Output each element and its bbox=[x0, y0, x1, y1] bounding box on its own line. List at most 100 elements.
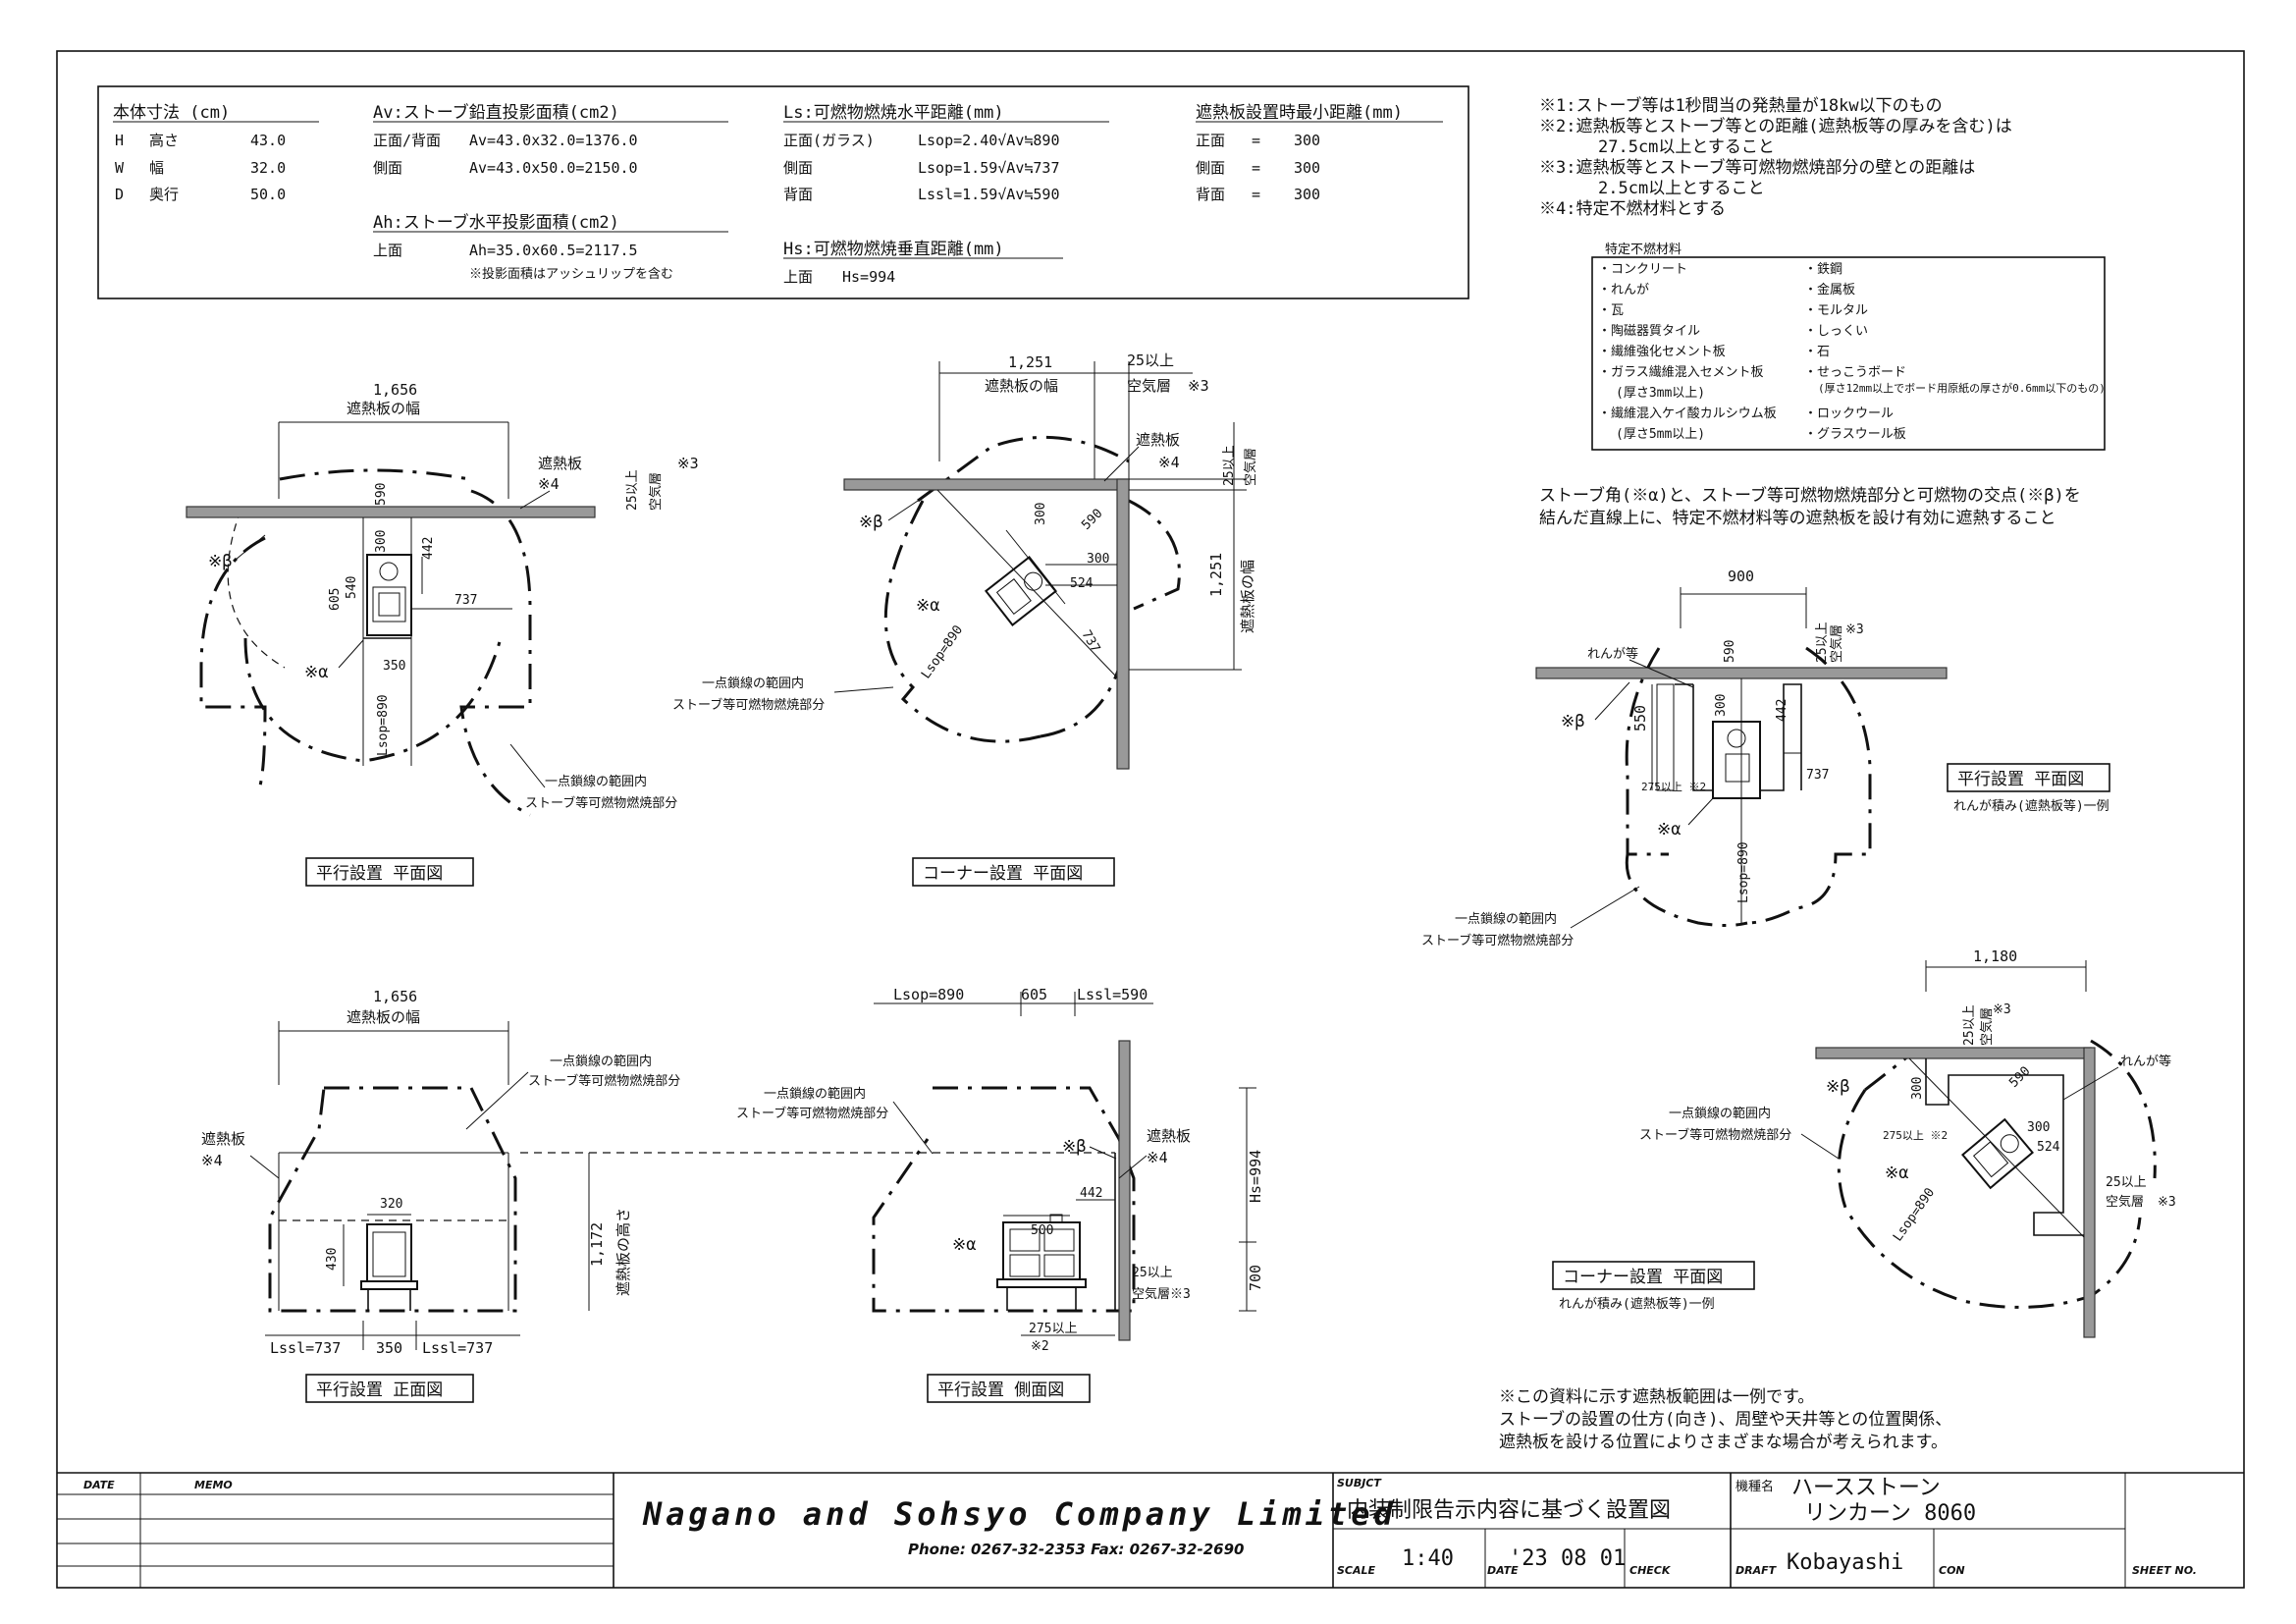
corner-plan-alpha: ※α bbox=[916, 596, 939, 616]
parallel-side-note2: ※2 bbox=[1031, 1339, 1049, 1354]
ls-back-label: 背面 bbox=[783, 186, 813, 203]
bottom-note-2: ストーブの設置の仕方(向き)、周壁や天井等との位置関係、 bbox=[1499, 1409, 1951, 1430]
corner-plan-dim-300a: 300 bbox=[1034, 503, 1048, 525]
material-item: ・モルタル bbox=[1804, 303, 1868, 318]
corner-plan-air-layer: 空気層 bbox=[1127, 377, 1171, 395]
brick-parallel-dim-590: 590 bbox=[1723, 640, 1737, 663]
corner-plan-range-1: 一点鎖線の範囲内 bbox=[702, 676, 804, 691]
brick-corner-dim-524: 524 bbox=[2037, 1140, 2060, 1155]
tb-model-2: リンカーン 8060 bbox=[1804, 1501, 1976, 1526]
brick-parallel-dim-442: 442 bbox=[1775, 699, 1789, 722]
parallel-front-lssl-right: Lssl=737 bbox=[422, 1339, 493, 1357]
parallel-plan-alpha: ※α bbox=[304, 663, 328, 682]
parallel-front-shield-height: 遮熱板の高さ bbox=[614, 1208, 632, 1296]
hs-top-label: 上面 bbox=[783, 268, 813, 286]
av-header: Av:ストーブ鉛直投影面積(cm2) bbox=[373, 102, 619, 123]
title-block: DATE MEMO Nagano and Sohsyo Company Limi… bbox=[57, 1472, 2244, 1588]
brick-corner-beta: ※β bbox=[1826, 1077, 1849, 1097]
corner-plan-lsop: Lsop=890 bbox=[919, 623, 966, 681]
note-1: ※1:ストーブ等は1秒間当の発熱量が18kw以下のもの bbox=[1539, 95, 1943, 116]
parallel-side-beta: ※β bbox=[1062, 1137, 1086, 1157]
brick-corner-air-layer-b: 空気層 bbox=[2106, 1194, 2144, 1210]
corner-plan-dim-737: 737 bbox=[1079, 628, 1103, 656]
parallel-plan-width-label: 遮熱板の幅 bbox=[347, 400, 420, 417]
parallel-front-lssl-left: Lssl=737 bbox=[270, 1339, 341, 1357]
materials-right-col: ・鉄鋼 ・金属板 ・モルタル ・しっくい ・石 ・せっこうボード (厚さ12mm… bbox=[1804, 262, 2106, 442]
parallel-plan-dim-442: 442 bbox=[421, 537, 436, 560]
parallel-plan-air-note: ※3 bbox=[677, 455, 699, 472]
material-item: ・金属板 bbox=[1804, 282, 1855, 298]
material-item: ・繊維強化セメント板 bbox=[1598, 344, 1726, 359]
dims-h-label: 高さ bbox=[149, 132, 179, 149]
material-item: ・鉄鋼 bbox=[1804, 262, 1842, 277]
material-item: ・ロックウール bbox=[1804, 406, 1894, 421]
parallel-plan-shield-label: 遮熱板 bbox=[538, 455, 582, 472]
ah-top-value: Ah=35.0x60.5=2117.5 bbox=[469, 242, 638, 259]
ls-front-value: Lsop=2.40√Av≒890 bbox=[918, 132, 1060, 149]
parallel-plan-diagram: 1,656 遮熱板の幅 590 300 442 605 540 737 350 … bbox=[186, 381, 699, 887]
instruction-line-1: ストーブ角(※α)と、ストーブ等可燃物燃焼部分と可燃物の交点(※β)を bbox=[1539, 485, 2081, 506]
parallel-plan-range-2: ストーブ等可燃物燃焼部分 bbox=[525, 795, 677, 811]
tb-subject: 内装制限告示内容に基づく設置図 bbox=[1347, 1498, 1671, 1523]
shield-back-eq: = bbox=[1252, 186, 1260, 203]
parallel-front-dim-320: 320 bbox=[380, 1197, 402, 1212]
hs-header: Hs:可燃物燃焼垂直距離(mm) bbox=[783, 240, 1004, 259]
parallel-front-dim-350: 350 bbox=[376, 1339, 402, 1357]
dims-w-label: 幅 bbox=[149, 159, 164, 177]
brick-corner-air-note-b: ※3 bbox=[2158, 1195, 2176, 1210]
brick-corner-air-layer: 空気層 bbox=[1979, 1007, 1995, 1046]
corner-plan-width-label: 遮熱板の幅 bbox=[985, 377, 1058, 395]
dims-w-key: W bbox=[115, 159, 125, 177]
parallel-side-hs: Hs=994 bbox=[1247, 1150, 1264, 1203]
shield-back-value: 300 bbox=[1294, 186, 1320, 203]
note-3: ※3:遮熱板等とストーブ等可燃物燃焼部分の壁との距離は bbox=[1539, 157, 1975, 178]
note-3b: 2.5cm以上とすること bbox=[1598, 179, 1765, 198]
bottom-note-1: ※この資料に示す遮熱板範囲は一例です。 bbox=[1499, 1387, 1814, 1407]
parallel-plan-air-25: 25以上 bbox=[625, 469, 640, 511]
dims-h-key: H bbox=[115, 132, 124, 149]
shield-side-eq: = bbox=[1252, 159, 1260, 177]
corner-plan-dim-300b: 300 bbox=[1087, 552, 1109, 567]
av-front-label: 正面/背面 bbox=[373, 132, 441, 149]
dims-header: 本体寸法 (cm) bbox=[113, 103, 230, 123]
corner-plan-air-layer-vert: 空気層 bbox=[1243, 448, 1258, 486]
corner-plan-beta: ※β bbox=[859, 513, 882, 532]
corner-plan-dim-1251-vert: 1,251 bbox=[1207, 553, 1225, 597]
note-2: ※2:遮熱板等とストーブ等との距離(遮熱板等の厚みを含む)は bbox=[1539, 116, 2012, 136]
brick-corner-range-2: ストーブ等可燃物燃焼部分 bbox=[1639, 1127, 1791, 1143]
brick-parallel-plan-diagram: 900 590 300 442 737 550 275以上 ※2 Lsop=89… bbox=[1421, 568, 2110, 948]
tb-scale-label: SCALE bbox=[1337, 1564, 1376, 1577]
parallel-side-dim-500: 500 bbox=[1031, 1223, 1053, 1238]
tb-sheet-label: SHEET NO. bbox=[2132, 1564, 2197, 1577]
parallel-side-range-1: 一点鎖線の範囲内 bbox=[764, 1086, 866, 1102]
parallel-plan-beta: ※β bbox=[208, 552, 232, 571]
caption-parallel-plan: 平行設置 平面図 bbox=[316, 864, 443, 884]
shield-header: 遮熱板設置時最小距離(mm) bbox=[1196, 103, 1403, 123]
tb-con-label: CON bbox=[1939, 1564, 1965, 1577]
material-item: ・れんが bbox=[1598, 283, 1649, 298]
material-item: (厚さ12mm以上でボード用原紙の厚さが0.6mm以下のもの) bbox=[1818, 381, 2106, 395]
parallel-plan-width-dim: 1,656 bbox=[373, 381, 417, 399]
materials-title: 特定不燃材料 bbox=[1605, 242, 1682, 257]
parallel-plan-dim-540: 540 bbox=[345, 576, 359, 599]
dims-h-value: 43.0 bbox=[250, 132, 286, 149]
parallel-side-shield-label: 遮熱板 bbox=[1147, 1127, 1191, 1145]
material-item: (厚さ5mm以上) bbox=[1616, 427, 1705, 442]
ls-header: Ls:可燃物燃焼水平距離(mm) bbox=[783, 103, 1004, 123]
brick-corner-dim-300b: 300 bbox=[2027, 1120, 2050, 1135]
tb-check-label: CHECK bbox=[1629, 1564, 1672, 1577]
notes-block: ※1:ストーブ等は1秒間当の発熱量が18kw以下のもの ※2:遮熱板等とストーブ… bbox=[1539, 95, 2012, 219]
corner-plan-shield-note: ※4 bbox=[1158, 454, 1180, 471]
corner-plan-air-25: 25以上 bbox=[1127, 352, 1174, 369]
brick-corner-plan-diagram: 1,180 300 590 300 524 275以上 ※2 Lsop=890 … bbox=[1552, 947, 2176, 1338]
hs-top-value: Hs=994 bbox=[842, 268, 895, 286]
materials-left-col: ・コンクリート ・れんが ・瓦 ・陶磁器質タイル ・繊維強化セメント板 ・ガラス… bbox=[1598, 262, 1777, 442]
corner-plan-air-note: ※3 bbox=[1188, 377, 1209, 395]
parallel-side-range-2: ストーブ等可燃物燃焼部分 bbox=[736, 1106, 888, 1121]
note-4: ※4:特定不燃材料とする bbox=[1539, 199, 1726, 219]
ls-side-label: 側面 bbox=[783, 159, 813, 177]
brick-parallel-lsop: Lsop=890 bbox=[1736, 841, 1751, 903]
caption-brick-parallel: 平行設置 平面図 bbox=[1957, 770, 2084, 789]
parallel-plan-air-layer: 空気層 bbox=[648, 472, 664, 511]
material-item: (厚さ3mm以上) bbox=[1616, 386, 1705, 401]
